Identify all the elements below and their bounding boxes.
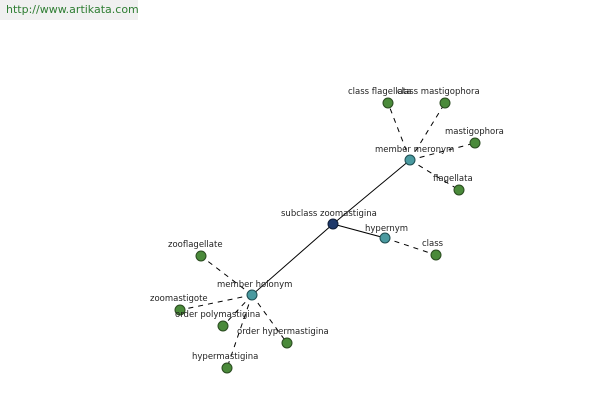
node-word-w6-label[interactable]: zooflagellate (168, 240, 223, 250)
node-word-w3-label[interactable]: mastigophora (445, 127, 504, 137)
edge-w10 (226, 294, 253, 369)
node-word-w4-label[interactable]: flagellata (433, 174, 473, 184)
edge-w5 (384, 237, 437, 256)
node-word-w1[interactable]: class flagellata (348, 87, 411, 109)
node-relation-mero-label[interactable]: member meronym (375, 145, 454, 155)
node-word-w8[interactable]: order polymastigina (175, 310, 260, 332)
node-word-w3-dot[interactable] (469, 137, 481, 149)
edge-w7 (179, 294, 253, 311)
node-word-w1-dot[interactable] (382, 97, 394, 109)
node-relation-mero[interactable]: member meronym (375, 145, 454, 166)
edge-w1 (387, 102, 411, 161)
node-word-w4[interactable]: flagellata (433, 174, 473, 196)
node-word-w10[interactable]: hypermastigina (192, 352, 258, 374)
node-center[interactable]: subclass zoomastigina (281, 209, 377, 230)
node-relation-hyper-label[interactable]: hypernym (365, 224, 408, 234)
edge-holo (251, 223, 334, 296)
node-relation-hyper-dot[interactable] (379, 232, 391, 244)
node-word-w9-label[interactable]: order hypermastigina (237, 327, 329, 337)
node-word-w4-dot[interactable] (453, 184, 465, 196)
node-word-w2-label[interactable]: class mastigophora (397, 87, 480, 97)
edge-w6 (200, 255, 253, 296)
edge-w3 (409, 142, 476, 161)
node-word-w8-dot[interactable] (217, 320, 229, 332)
edge-w8 (222, 294, 253, 327)
node-center-dot[interactable] (327, 218, 339, 230)
node-relation-holo[interactable]: member holonym (217, 280, 292, 301)
node-word-w7-dot[interactable] (174, 304, 186, 316)
node-word-w5[interactable]: class (422, 239, 444, 261)
node-word-w5-label[interactable]: class (422, 239, 444, 249)
site-url[interactable]: http://www.artikata.com (0, 0, 139, 20)
node-relation-holo-dot[interactable] (246, 289, 258, 301)
node-word-w8-label[interactable]: order polymastigina (175, 310, 260, 320)
node-relation-hyper[interactable]: hypernym (365, 224, 408, 244)
node-center-label[interactable]: subclass zoomastigina (281, 209, 377, 219)
node-word-w7[interactable]: zoomastigote (150, 294, 208, 316)
node-word-w6-dot[interactable] (195, 250, 207, 262)
node-word-w3[interactable]: mastigophora (445, 127, 504, 149)
node-word-w9[interactable]: order hypermastigina (237, 327, 329, 349)
node-word-w2[interactable]: class mastigophora (397, 87, 480, 109)
graph-edges (179, 102, 476, 369)
node-word-w6[interactable]: zooflagellate (168, 240, 223, 262)
node-word-w9-dot[interactable] (281, 337, 293, 349)
node-word-w1-label[interactable]: class flagellata (348, 87, 411, 97)
edge-w2 (409, 102, 446, 161)
edge-mero (332, 159, 411, 225)
node-word-w7-label[interactable]: zoomastigote (150, 294, 208, 304)
edge-hyper (332, 223, 386, 239)
node-word-w5-dot[interactable] (430, 249, 442, 261)
node-relation-holo-label[interactable]: member holonym (217, 280, 292, 290)
node-word-w10-dot[interactable] (221, 362, 233, 374)
node-word-w2-dot[interactable] (439, 97, 451, 109)
graph-nodes: subclass zoomastigina member meronym hyper… (150, 87, 504, 374)
node-relation-mero-dot[interactable] (404, 154, 416, 166)
node-word-w10-label[interactable]: hypermastigina (192, 352, 258, 362)
